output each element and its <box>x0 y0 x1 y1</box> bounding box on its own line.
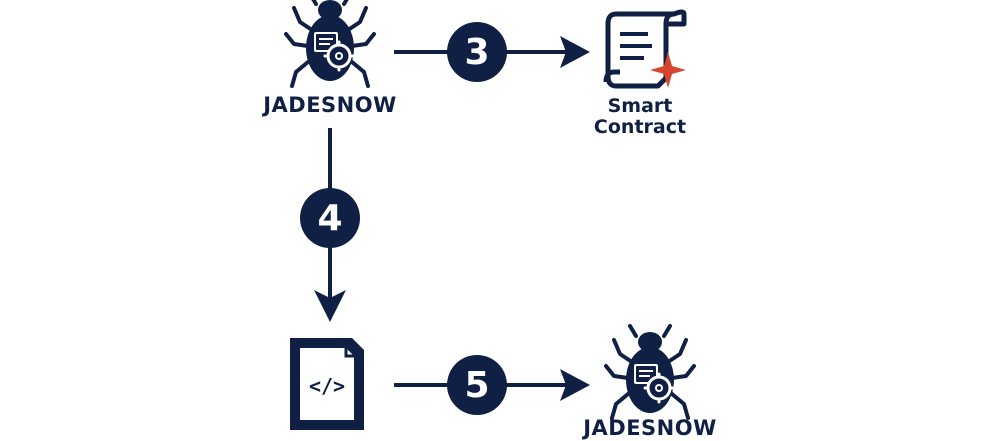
bug-icon <box>284 0 376 88</box>
bug-icon <box>604 324 696 420</box>
node-label-smart-contract: Smart Contract <box>580 96 700 138</box>
arrowhead-5 <box>560 369 590 401</box>
arrowhead-3 <box>560 36 590 68</box>
code-file-icon: </> <box>290 338 364 430</box>
node-label-jadesnow-top: JADESNOW <box>263 93 397 117</box>
node-label-jadesnow-bottom: JADESNOW <box>583 416 717 440</box>
svg-text:</>: </> <box>309 374 345 398</box>
step-badge-5: 5 <box>447 355 507 415</box>
smart-contract-line-2: Contract <box>593 116 687 138</box>
smart-contract-line-1: Smart <box>607 95 673 117</box>
scroll-contract-icon <box>603 9 687 89</box>
sparkle-icon <box>650 52 686 88</box>
arrowhead-4 <box>314 290 346 322</box>
step-badge-3: 3 <box>447 22 507 82</box>
step-badge-4: 4 <box>300 188 360 248</box>
